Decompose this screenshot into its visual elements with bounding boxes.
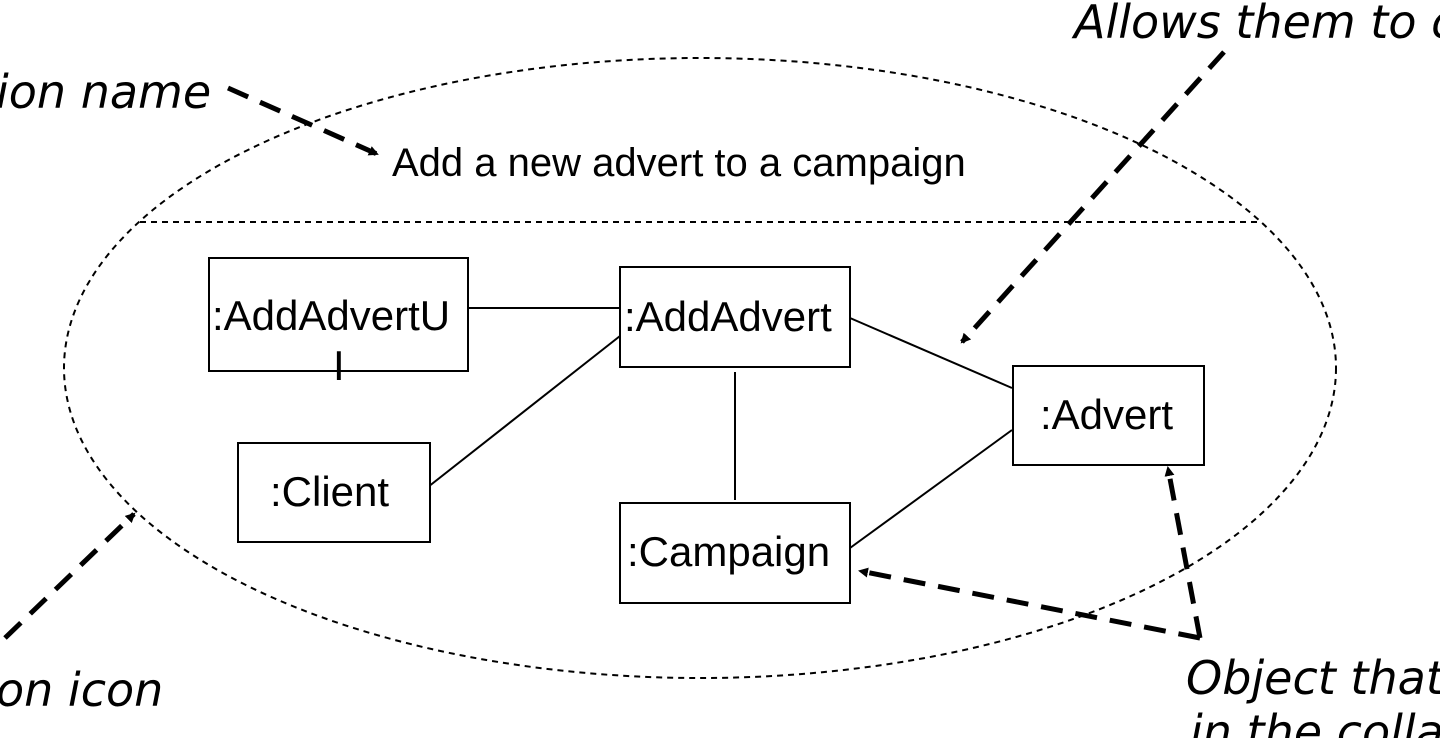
- arrow-to-ellipse: [3, 512, 136, 640]
- annotation-interaction-purpose: Allows them to c: [1071, 0, 1440, 49]
- arrow-to-title: [226, 85, 379, 157]
- object-add-advert-ui: :AddAdvertU I: [208, 257, 469, 389]
- annotation-collaboration-icon: on icon: [0, 663, 163, 717]
- link-addadvert-advert: [849, 317, 1013, 389]
- annotation-participating-objects-line1: Object that: [1186, 651, 1440, 705]
- object-add-advert: :AddAdvert: [619, 266, 851, 368]
- object-label-cont: I: [333, 342, 345, 389]
- object-advert: :Advert: [1012, 365, 1205, 466]
- object-label: :Client: [270, 468, 389, 515]
- collaboration-ellipse: [63, 57, 1337, 679]
- annotation-participating-objects-line2: in the colla: [1190, 705, 1440, 738]
- link-client-addadvert: [427, 335, 621, 488]
- object-label: :Campaign: [627, 528, 830, 575]
- object-client: :Client: [237, 442, 431, 543]
- object-label: :AddAdvertU: [212, 292, 450, 339]
- object-campaign: :Campaign: [619, 502, 851, 604]
- arrow-to-link: [960, 50, 1226, 344]
- object-label: :AddAdvert: [624, 293, 832, 340]
- arrow-to-campaign: [858, 567, 1201, 641]
- arrow-to-advert: [1164, 466, 1203, 639]
- annotation-arrows: [3, 50, 1226, 641]
- collaboration-title: Add a new advert to a campaign: [392, 141, 966, 185]
- associations: [427, 307, 1013, 549]
- annotation-collaboration-name: ion name: [0, 65, 211, 119]
- object-label: :Advert: [1040, 391, 1173, 438]
- link-campaign-advert: [849, 429, 1013, 549]
